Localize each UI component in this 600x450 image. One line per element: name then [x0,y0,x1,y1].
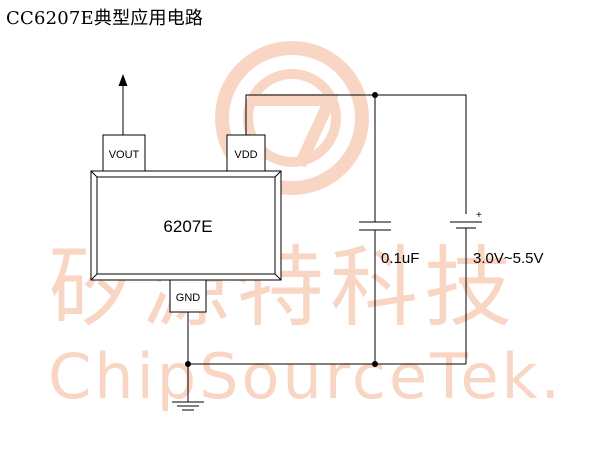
pin-gnd: GND [169,279,207,313]
watermark-logo [215,41,369,195]
vout-arrow-icon [118,74,128,86]
chip-name: 6207E [163,217,212,236]
junction-dot [372,361,378,367]
pin-vout-label: VOUT [109,149,140,161]
battery-symbol [450,221,482,229]
junction-dot [372,92,378,98]
battery-label: 3.0V~5.5V [473,250,543,267]
chip-6207e: 6207E [90,170,282,281]
watermark-en: ChipSourceTek. [48,340,563,413]
pin-vout: VOUT [102,134,146,172]
pin-vdd-label: VDD [234,149,257,161]
battery-plus-sign: + [476,210,482,221]
ground-icon [172,401,204,411]
pin-vdd: VDD [226,134,266,172]
capacitor-symbol [359,221,391,231]
diagram-title: CC6207E典型应用电路 [6,8,204,29]
junction-dot [185,361,191,367]
pin-gnd-label: GND [176,292,201,304]
capacitor-label: 0.1uF [381,250,419,267]
